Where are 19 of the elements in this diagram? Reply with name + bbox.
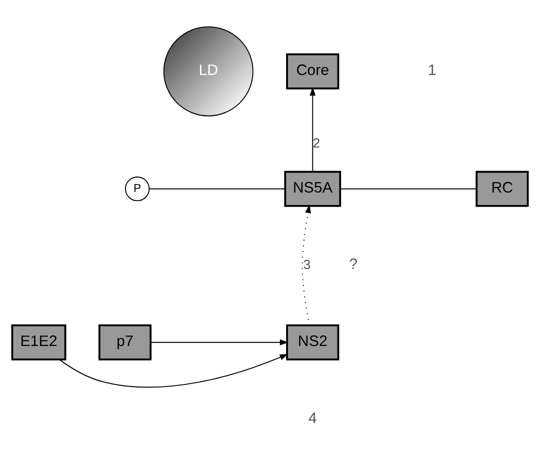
node-box: RC xyxy=(476,170,529,207)
node-box: NS5A xyxy=(284,170,342,207)
node-box: NS2 xyxy=(286,324,340,360)
node-circle: LD xyxy=(163,26,254,116)
arrow xyxy=(58,354,288,388)
arrow xyxy=(150,339,288,346)
arrow xyxy=(310,87,316,172)
edge-label: 2 xyxy=(312,135,320,150)
connector xyxy=(148,188,286,190)
label: 4 xyxy=(308,410,317,427)
node-circle: P xyxy=(125,176,150,202)
edge-label: 3 xyxy=(303,257,311,272)
node-box: p7 xyxy=(98,324,152,360)
arrow xyxy=(302,204,311,326)
node-box: E1E2 xyxy=(11,324,66,360)
node-box: Core xyxy=(286,53,340,90)
label: ? xyxy=(349,256,358,274)
label: 1 xyxy=(428,62,436,79)
connector xyxy=(340,188,478,190)
